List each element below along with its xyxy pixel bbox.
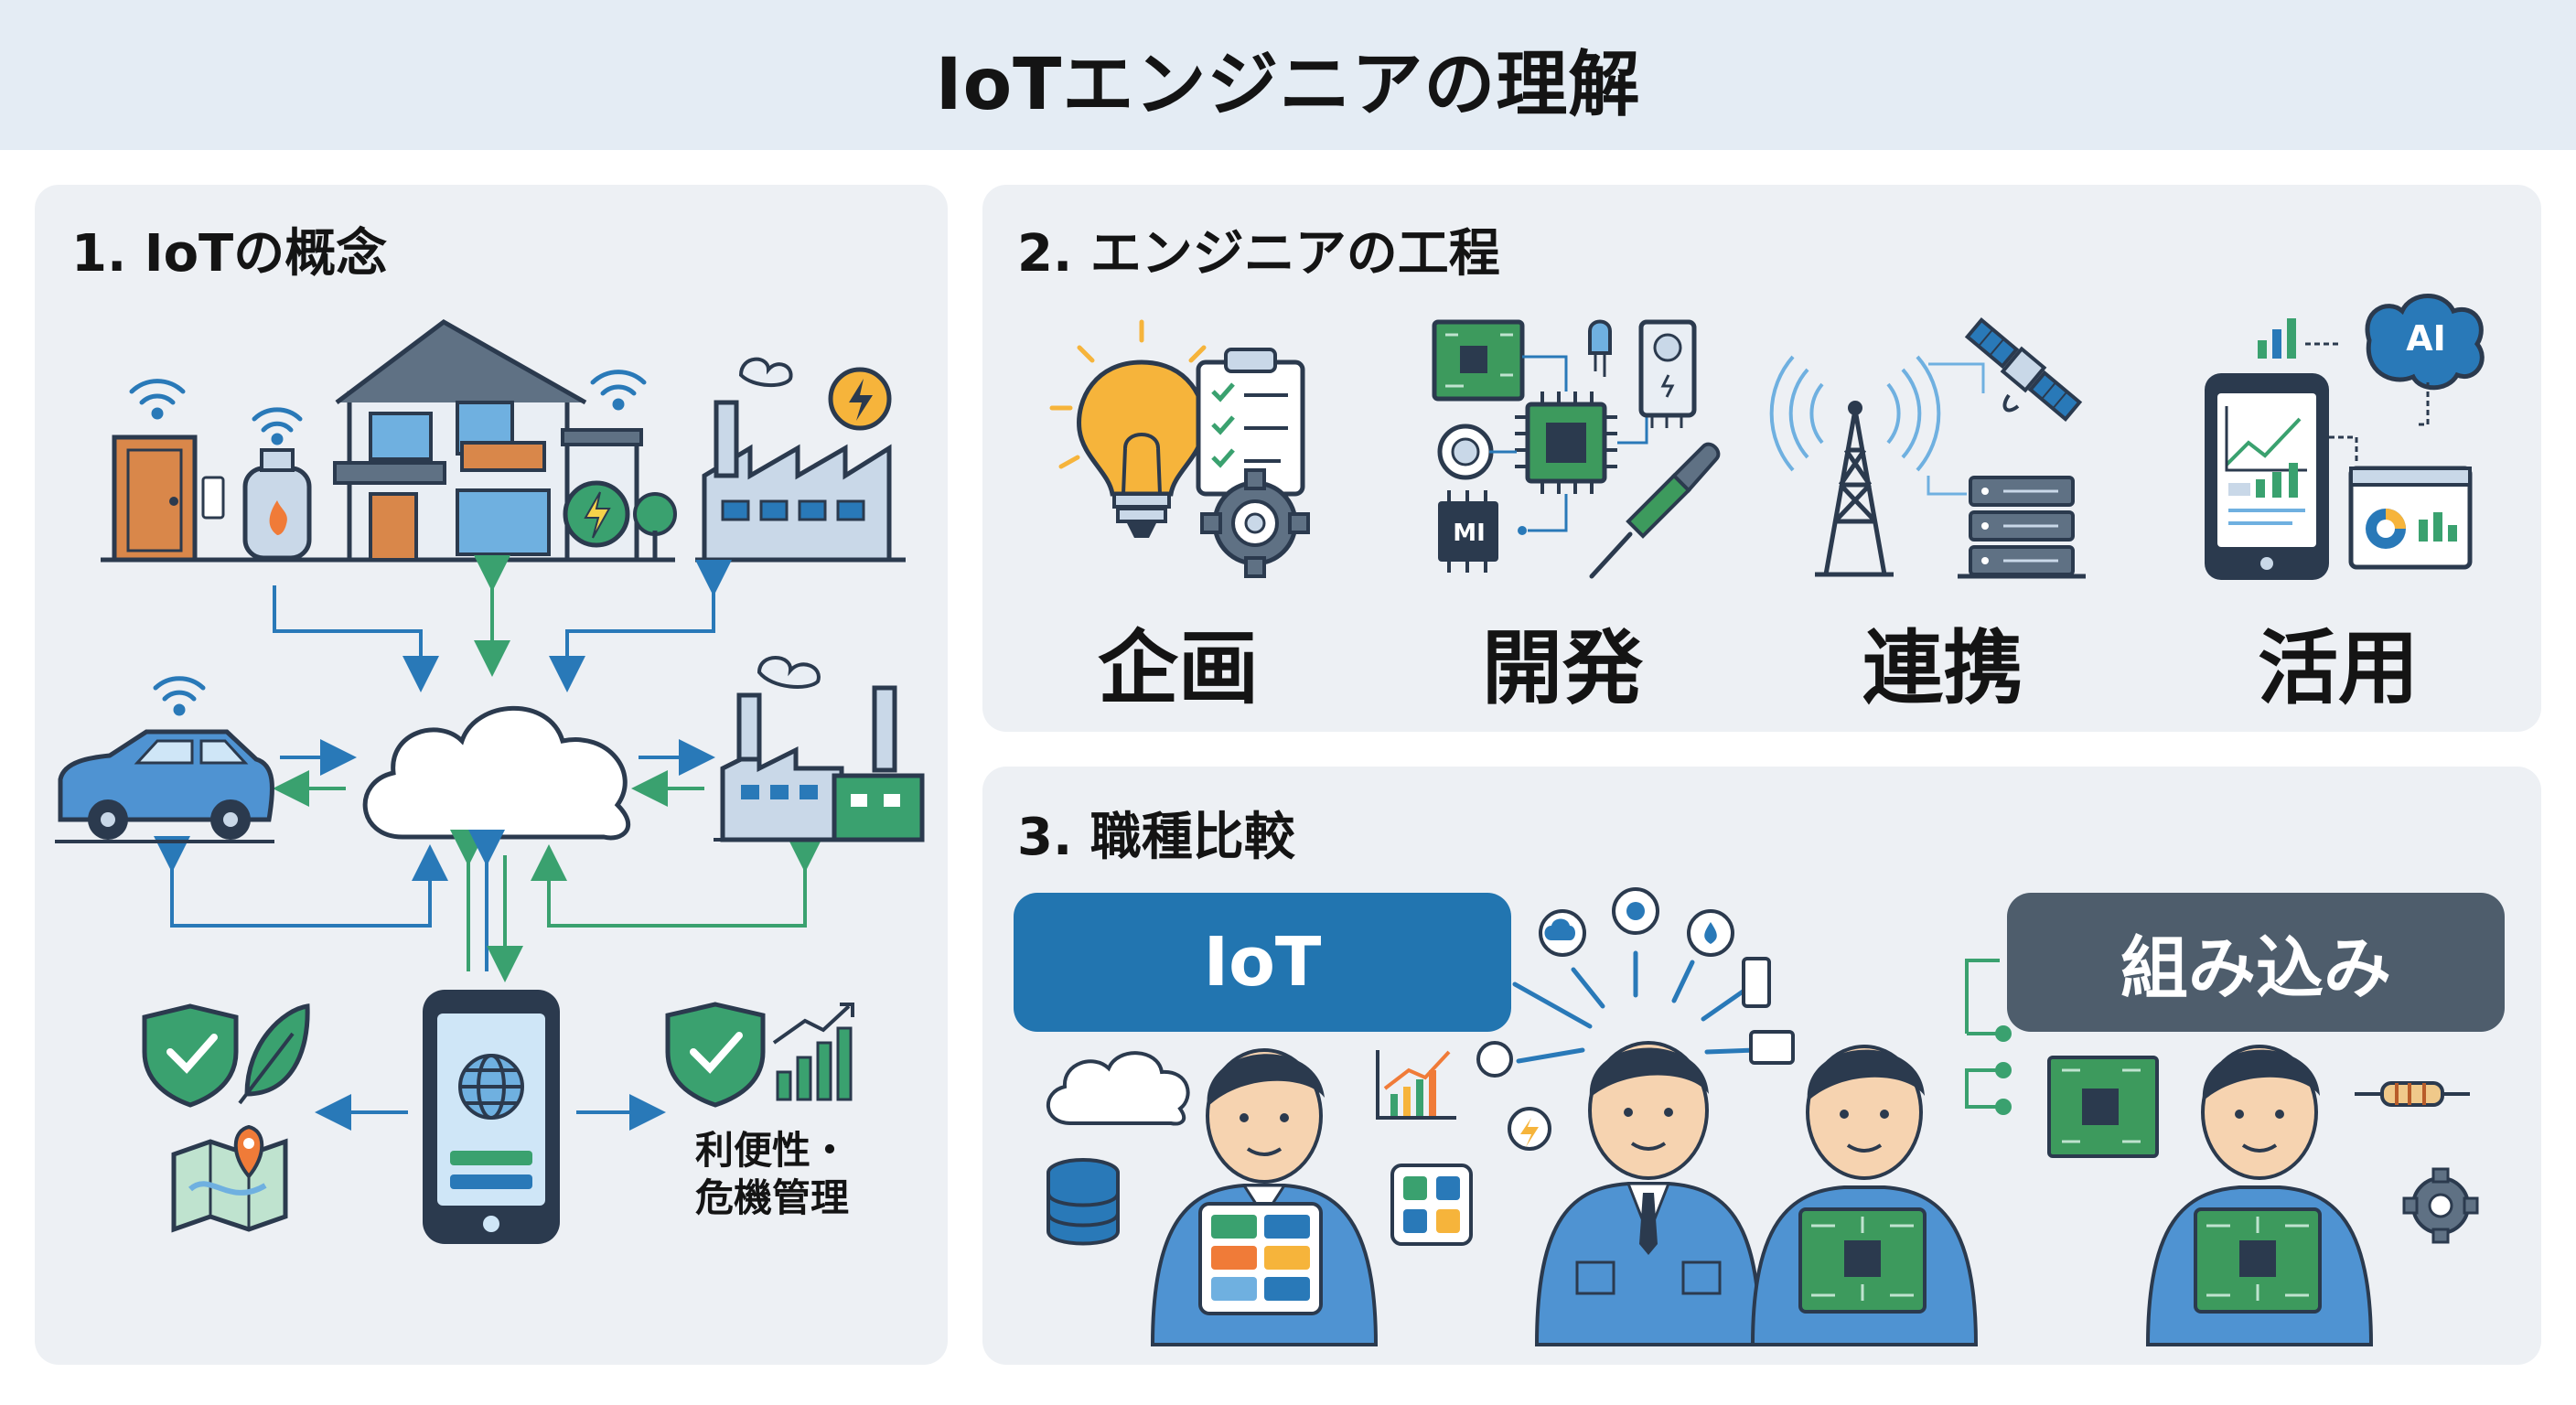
embedded-badge: 組み込み — [2007, 893, 2505, 1032]
globe-icon — [458, 1054, 524, 1120]
ai-brain-icon — [2365, 294, 2485, 426]
stage-development: 開発 — [1481, 621, 1643, 715]
benefit-label-line2: 危機管理 — [695, 1175, 850, 1220]
speaker-module-icon — [1638, 319, 1697, 428]
energy-bolt-icon — [563, 480, 630, 548]
led-icon — [1588, 319, 1612, 377]
chip-label: MI — [1453, 520, 1486, 547]
cloud-icon — [1046, 1051, 1190, 1126]
engineer-embedded-2 — [2145, 1045, 2374, 1346]
radio-tower-icon — [1769, 355, 1941, 577]
light-bulb-icon — [1049, 319, 1207, 538]
job-comparison-illustration — [1046, 887, 2479, 1346]
database-icon — [1046, 1158, 1120, 1246]
dashboard-icon — [2329, 435, 2473, 570]
door-icon — [112, 434, 225, 563]
panel-2-title: 2. エンジニアの工程 — [1017, 224, 1500, 284]
analytics-chart-icon — [1376, 1050, 1456, 1120]
soldering-iron-icon — [1589, 442, 1721, 579]
car-icon — [55, 729, 274, 843]
factory-icon — [695, 357, 906, 563]
server-rack-icon — [1927, 476, 2086, 579]
page-title: IoTエンジニアの理解 — [935, 44, 1641, 126]
resistor-icon — [2355, 1081, 2470, 1107]
satellite-icon — [1928, 316, 2083, 423]
clipboard-icon — [1196, 348, 1305, 497]
panel-3-title: 3. 職種比較 — [1017, 808, 1295, 867]
circuit-board-icon — [2047, 1056, 2159, 1158]
map-pin-icon — [171, 1124, 288, 1233]
tablet-analytics-icon — [2205, 373, 2329, 580]
engineer-center — [1534, 1041, 1763, 1346]
circuit-board-icon — [1432, 319, 1525, 402]
app-grid-icon — [1390, 1164, 1473, 1246]
iot-badge: IoT — [1014, 893, 1511, 1032]
cloud-icon — [362, 705, 631, 841]
title-band — [0, 0, 2576, 150]
gas-tank-icon — [242, 448, 312, 561]
tree-icon — [633, 492, 677, 560]
benefit-label-line1: 利便性・ — [695, 1128, 850, 1173]
shield-check-icon — [142, 1003, 239, 1108]
sensor-icon — [1437, 424, 1517, 480]
stage-planning: 企画 — [1097, 621, 1259, 715]
microchip-icon — [1515, 355, 1651, 535]
gear-icon — [2402, 1167, 2479, 1244]
ai-label: AI — [2406, 318, 2446, 359]
stage-utilization: 活用 — [2257, 621, 2419, 715]
wifi-icon — [129, 379, 186, 420]
engineer-embedded-1 — [1750, 1045, 1979, 1346]
process-icons — [1049, 294, 2485, 580]
growth-chart-icon — [772, 1003, 854, 1101]
gear-icon — [1200, 468, 1310, 578]
iot-concept-diagram — [55, 319, 925, 1244]
stage-integration: 連携 — [1862, 621, 2023, 715]
leaf-icon — [238, 1003, 310, 1105]
engineer-iot-1 — [1150, 1048, 1379, 1346]
panel-1-title: 1. IoTの概念 — [71, 224, 388, 284]
